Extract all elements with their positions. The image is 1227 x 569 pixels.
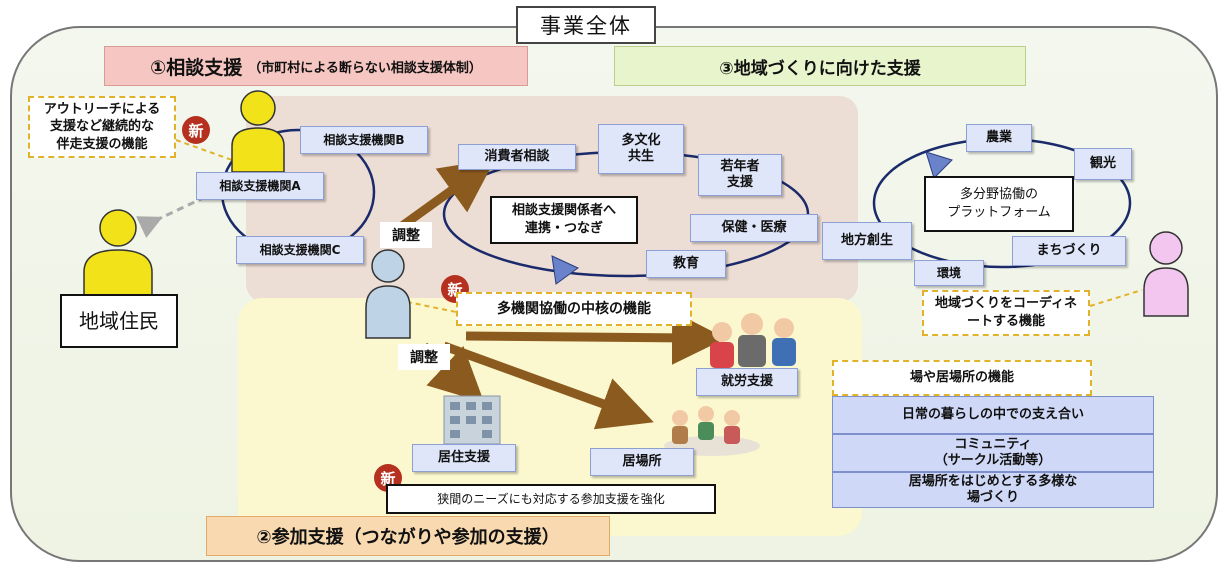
diverse-places-box: 居場所をはじめとする多様な 場づくり	[832, 472, 1154, 508]
mutual-support-box: 日常の暮らしの中での支え合い	[832, 396, 1154, 434]
agriculture-node: 農業	[966, 124, 1032, 152]
core-function-callout: 多機関協働の中核の機能	[456, 292, 692, 326]
consultation-banner-note: （市町村による断らない相談支援体制）	[248, 60, 482, 76]
platform-cycle-arrowhead	[925, 151, 953, 179]
consumer-consult-node: 消費者相談	[458, 144, 576, 170]
community-activity-box: コミュニティ （サークル活動等）	[832, 434, 1154, 472]
coord-connector	[1089, 289, 1143, 307]
outreach-line-2: 支援など継続的な	[49, 119, 154, 135]
resident-box: 地域住民	[60, 294, 178, 348]
agency-a-node: 相談支援機関A	[196, 172, 324, 200]
coord-line-1: 地域づくりをコーディネ	[934, 296, 1078, 312]
youth-line-1: 若年者	[720, 158, 760, 174]
adjust-label-1: 調整	[380, 222, 432, 248]
place-node: 居場所	[590, 448, 694, 476]
agency-b-node: 相談支援機関B	[300, 126, 428, 154]
regional-revitalization-node: 地方創生	[822, 222, 912, 260]
new-badge-outreach: 新	[182, 116, 210, 144]
multicultural-line-1: 多文化	[621, 132, 661, 148]
tourism-node: 観光	[1074, 148, 1132, 180]
arrow-to-employment	[465, 310, 726, 365]
community-coordinator-person-icon	[1143, 231, 1189, 317]
platform-line-2: プラットフォーム	[947, 205, 1051, 220]
youth-support-node: 若年者 支援	[698, 154, 782, 196]
arrow-to-place	[442, 341, 654, 430]
diverse-line-1: 居場所をはじめとする多様な	[908, 473, 1078, 489]
employment-people-illustration	[710, 313, 796, 368]
community-line-1: コミュニティ	[954, 436, 1032, 452]
agency-c-node: 相談支援機関C	[236, 236, 364, 264]
participation-support-banner: ②参加支援（つながりや参加の支援）	[206, 516, 610, 556]
hub-cycle-arrowhead	[551, 255, 579, 285]
outreach-line-3: 伴走支援の機能	[56, 136, 148, 152]
multicultural-node: 多文化 共生	[598, 124, 684, 174]
education-node: 教育	[646, 250, 726, 278]
community-support-banner: ③地域づくりに向けた支援	[614, 46, 1026, 86]
resident-person-icon	[83, 209, 153, 301]
outreach-person-icon	[231, 90, 285, 173]
platform-box: 多分野協働の プラットフォーム	[924, 176, 1074, 232]
housing-support-node: 居住支援	[412, 444, 516, 472]
housing-building-illustration	[443, 395, 501, 445]
coordinator-person-icon	[365, 249, 411, 339]
place-function-callout: 場や居場所の機能	[832, 360, 1092, 396]
narrow-needs-box: 狭間のニーズにも対応する参加支援を強化	[386, 484, 716, 514]
outreach-function-callout: アウトリーチによる 支援など継続的な 伴走支援の機能	[28, 96, 176, 158]
outreach-connector	[175, 139, 233, 161]
town-planning-node: まちづくり	[1012, 236, 1126, 266]
hub-line-2: 連携・つなぎ	[524, 221, 603, 236]
platform-line-1: 多分野協働の	[959, 187, 1038, 203]
consultation-banner-label: ①相談支援	[150, 56, 243, 79]
diverse-line-2: 場づくり	[966, 490, 1019, 505]
youth-line-2: 支援	[726, 175, 753, 190]
consultation-support-banner: ①相談支援 （市町村による断らない相談支援体制）	[104, 46, 528, 86]
diagram-title: 事業全体	[516, 6, 656, 44]
hub-coordination-box: 相談支援関係者へ 連携・つなぎ	[490, 196, 638, 244]
community-line-2: （サークル活動等）	[934, 453, 1052, 468]
arrow-to-consumer	[399, 158, 496, 230]
environment-node: 環境	[914, 260, 984, 286]
health-medical-node: 保健・医療	[690, 214, 818, 242]
outreach-line-1: アウトリーチによる	[43, 101, 161, 117]
adjust-label-2: 調整	[398, 344, 450, 370]
employment-support-node: 就労支援	[696, 368, 798, 396]
coord-line-2: ートする機能	[966, 314, 1045, 329]
hub-line-1: 相談支援関係者へ	[511, 203, 616, 219]
community-coordination-callout: 地域づくりをコーディネ ートする機能	[922, 290, 1090, 336]
multicultural-line-2: 共生	[627, 149, 654, 164]
